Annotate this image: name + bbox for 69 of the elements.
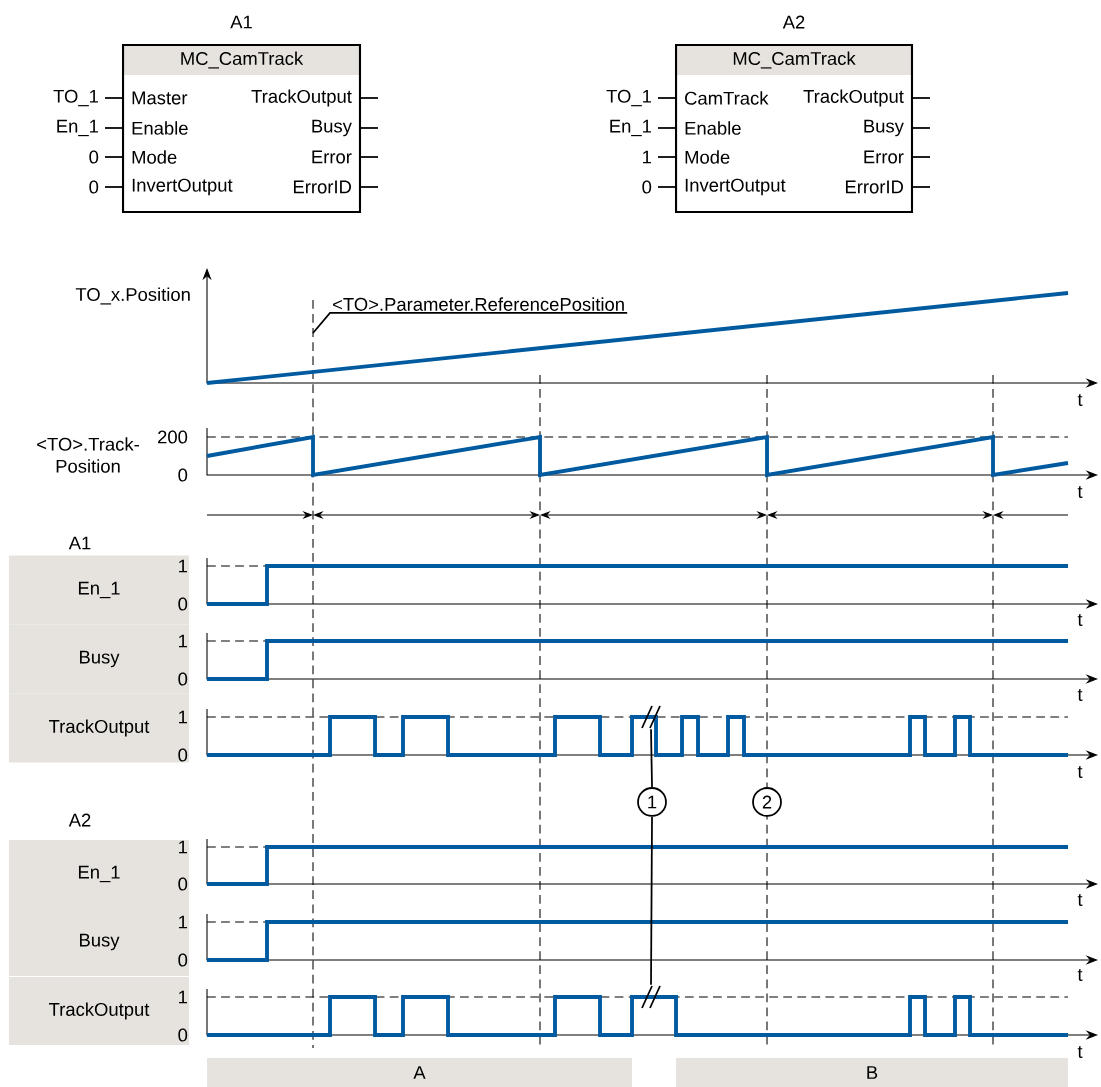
axis-label: t (1077, 614, 1083, 627)
axis-label: 1 (179, 990, 187, 1004)
axis-label: 1 (179, 559, 187, 573)
node-label: Busy (80, 650, 120, 668)
axis-label: <TO>.Track-Position (37, 437, 139, 473)
node-label: Busy (80, 933, 120, 951)
axis-label: 0 (178, 877, 188, 891)
block-heading: A2 (782, 15, 805, 29)
axis-label: 200 (158, 430, 188, 444)
title-bar: MC_CamTrack (676, 45, 912, 75)
leader-line (650, 816, 653, 986)
axis-label: t (1077, 1046, 1083, 1059)
axis-label: t (1077, 766, 1083, 779)
pin-name: ErrorID (846, 180, 903, 194)
pin-name: Enable (685, 121, 741, 135)
pin-name: TrackOutput (803, 89, 904, 107)
axis-label: 0 (178, 672, 188, 686)
pin-name: Busy (864, 119, 904, 137)
pin-name: Master (132, 91, 188, 105)
axis-label: 0 (178, 1028, 188, 1042)
pin-name: Error (312, 150, 352, 164)
axis-label: 0 (178, 468, 188, 482)
node-label: En_1 (78, 865, 120, 883)
axis-label: TO_x.Position (75, 287, 190, 305)
axis-label: t (1077, 486, 1083, 499)
callout-number: 2 (752, 787, 782, 817)
phase-bar: A (207, 1058, 632, 1087)
phase-bar: B (676, 1058, 1068, 1087)
break-mark (641, 705, 661, 729)
axis-label: 1 (179, 915, 187, 929)
node-label: TrackOutput (49, 719, 150, 737)
pin-value: 0 (642, 180, 652, 194)
pin-name: Error (864, 150, 904, 164)
pin-value: TO_1 (606, 89, 651, 107)
pin-name: CamTrack (685, 91, 769, 105)
pin-value: 0 (89, 180, 99, 194)
axis-label: 1 (179, 634, 187, 648)
axis-label: t (1077, 969, 1083, 982)
leader-line (650, 728, 653, 788)
pin-name: InvertOutput (132, 178, 233, 196)
pin-name: ErrorID (293, 180, 351, 194)
pin-value: En_1 (57, 119, 98, 137)
axis-label: 0 (178, 748, 188, 762)
title-bar: MC_CamTrack (123, 45, 360, 75)
pin-value: En_1 (610, 119, 651, 137)
pin-name: InvertOutput (685, 178, 786, 196)
pin-name: Enable (132, 121, 188, 135)
axis-label: 0 (178, 953, 188, 967)
axis-label: 1 (179, 710, 187, 724)
node-label: En_1 (78, 581, 120, 599)
axis-label: 1 (179, 840, 187, 854)
axis-label: A2 (68, 813, 91, 827)
callout-number: 1 (637, 787, 667, 817)
break-mark (641, 985, 661, 1009)
node-label: TrackOutput (49, 1002, 150, 1020)
block-heading: A1 (230, 15, 252, 29)
pin-value: 0 (89, 150, 99, 164)
pin-value: TO_1 (53, 89, 98, 107)
leader-line (312, 312, 629, 334)
pin-value: 1 (643, 150, 651, 164)
axis-label: 0 (178, 597, 188, 611)
pin-name: Mode (685, 150, 730, 164)
pin-name: Mode (132, 150, 177, 164)
pin-name: TrackOutput (251, 89, 352, 107)
axis-label: t (1077, 894, 1083, 907)
annotation-text: <TO>.Parameter.ReferencePosition (333, 297, 624, 311)
pin-name: Busy (312, 119, 352, 137)
axis-label: t (1077, 394, 1083, 406)
axis-label: t (1077, 689, 1083, 702)
